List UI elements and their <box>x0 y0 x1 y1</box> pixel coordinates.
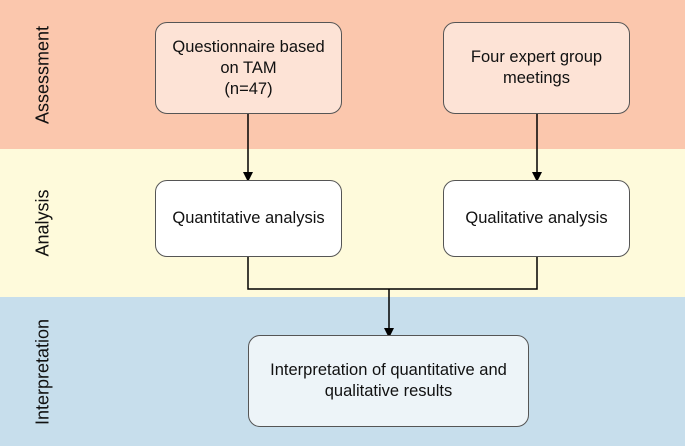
qualitative-analysis-box: Qualitative analysis <box>443 180 630 257</box>
expert-meetings-text: Four expert group meetings <box>470 48 603 87</box>
quantitative-analysis-text: Quantitative analysis <box>172 209 325 227</box>
interpretation-text: Interpretation of quantitative and quali… <box>270 361 507 400</box>
merge-connector <box>247 257 538 290</box>
interpretation-box: Interpretation of quantitative and quali… <box>248 335 529 427</box>
quantitative-analysis-box: Quantitative analysis <box>155 180 342 257</box>
questionnaire-box: Questionnaire based on TAM (n=47) <box>155 22 342 114</box>
expert-meetings-box: Four expert group meetings <box>443 22 630 114</box>
qualitative-analysis-text: Qualitative analysis <box>465 209 608 227</box>
questionnaire-text: Questionnaire based on TAM (n=47) <box>172 37 325 98</box>
